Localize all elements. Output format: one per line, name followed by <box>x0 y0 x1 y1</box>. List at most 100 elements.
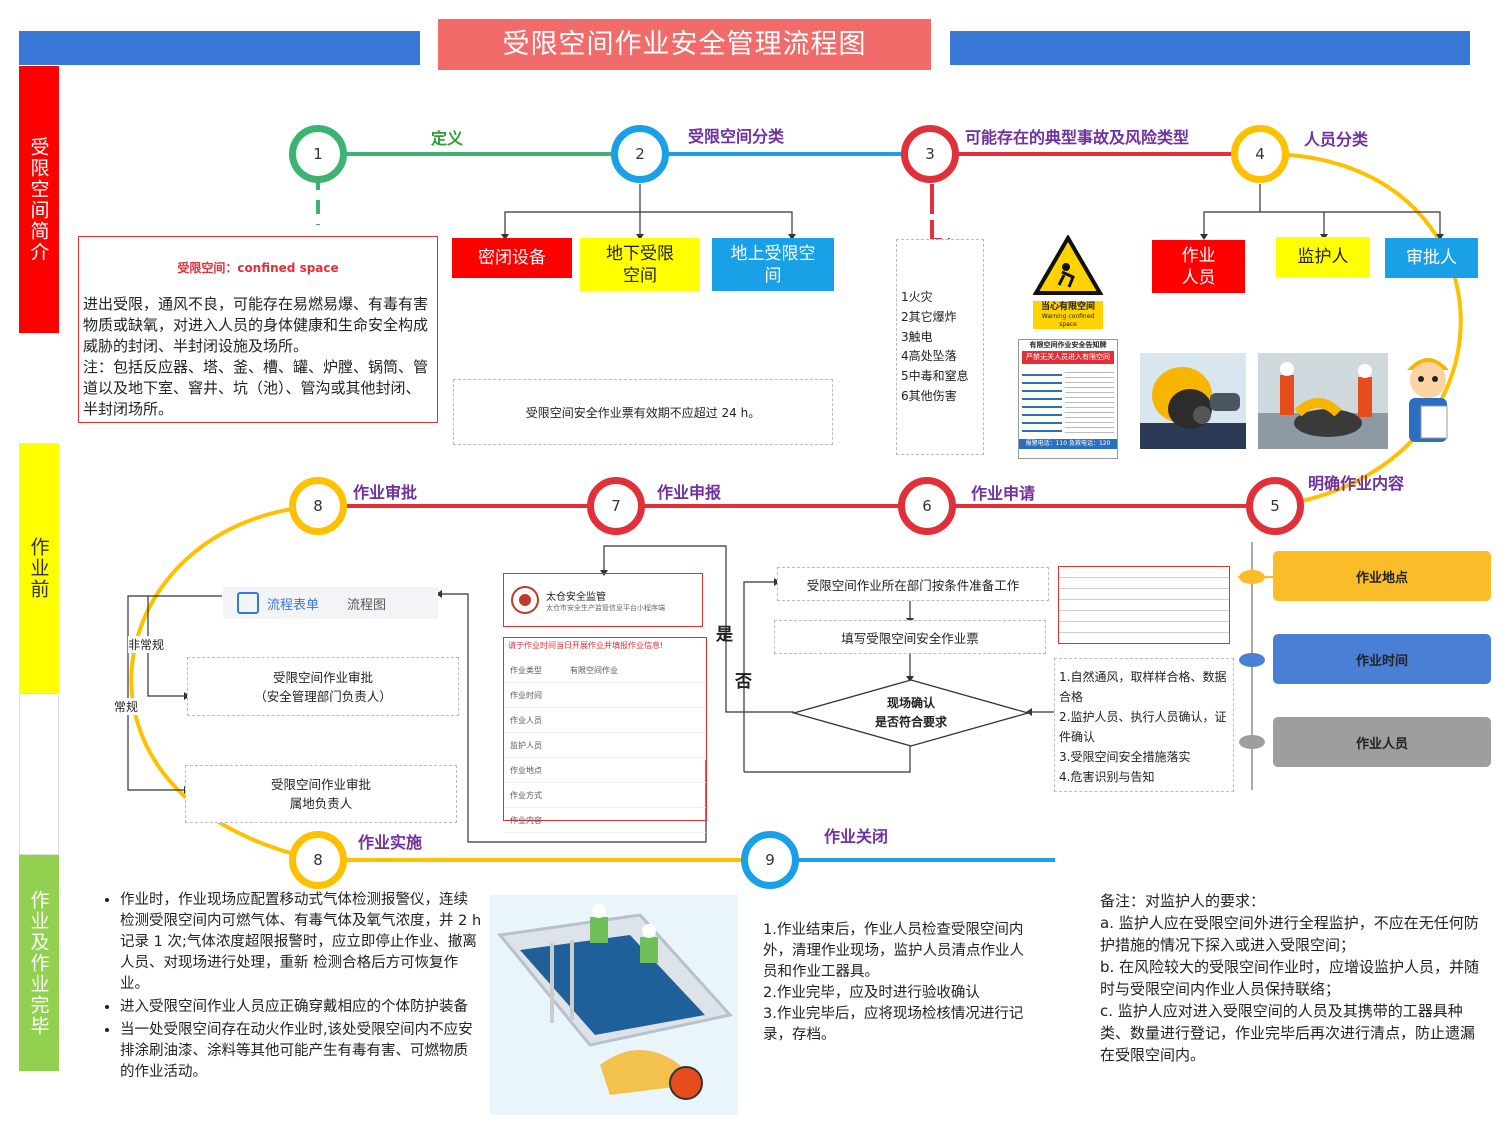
warning-sign-cn: 当心有限空间 <box>1033 301 1103 313</box>
closure-item: 1.作业结束后，作业人员检查受限空间内外，清理作业现场，监护人员清点作业人员和作… <box>763 922 1024 980</box>
decision-no-label: 否 <box>735 672 752 692</box>
approver-illustration <box>1397 346 1459 450</box>
ticket-validity-note: 受限空间安全作业票有效期不应超过 24 h。 <box>453 379 833 445</box>
stage-label-space-types: 受限空间分类 <box>688 127 785 146</box>
app-form-row[interactable]: 作业内容 <box>504 808 706 833</box>
tab-process-form[interactable]: 流程表单 <box>267 597 320 613</box>
definition-heading: 受限空间：confined space <box>177 261 339 275</box>
risk-list: 1火灾 2其它爆炸 3触电 4高处坠落 5中毒和窒息 6其他伤害 <box>896 239 984 455</box>
app-form-row[interactable]: 作业类型 有限空间作业 <box>504 658 706 683</box>
app-logo-icon <box>511 586 539 614</box>
decision-line: 是否符合要求 <box>874 715 947 729</box>
worker-illustration <box>1140 353 1246 449</box>
implementation-item: 作业时，作业现场应配置移动式气体检测报警仪，连续检测受限空间内可燃气体、有毒气体… <box>120 890 482 995</box>
space-type-aboveground: 地上受限空间 <box>712 238 834 291</box>
work-ticket-thumbnail <box>1058 566 1230 644</box>
stage-label-definition: 定义 <box>431 129 464 148</box>
app-form-label: 作业方式 <box>510 790 542 800</box>
app-form-row[interactable]: 作业方式 <box>504 783 706 808</box>
implementation-item: 进入受限空间作业人员应正确穿戴相应的个体防护装备 <box>120 997 482 1018</box>
stage-circle-1: 1 <box>289 125 347 183</box>
application-checklist: 1.自然通风，取样样合格、数据合格 2.监护人员、执行人员确认，证件确认 3.受… <box>1054 658 1234 792</box>
implementation-item: 当一处受限空间存在动火作业时,该处受限空间内不应安排涂刷油漆、涂料等其他可能产生… <box>120 1020 482 1083</box>
supervisor-heading: 备注：对监护人的要求： <box>1100 892 1266 910</box>
checklist-item: 2.监护人员、执行人员确认，证件确认 <box>1059 710 1227 744</box>
checklist-item: 4.危害识别与告知 <box>1059 770 1155 784</box>
application-step-fill-ticket: 填写受限空间安全作业票 <box>774 620 1046 654</box>
approval-regular-label: 常规 <box>114 698 139 715</box>
definition-body: 进出受限，通风不良，可能存在易燃易爆、有毒有害物质或缺氧，对进入人员的身体健康和… <box>83 295 429 355</box>
stage-label-declaration: 作业申报 <box>657 483 722 502</box>
application-step-prepare: 受限空间作业所在部门按条件准备工作 <box>777 567 1049 601</box>
app-form-label: 监护人员 <box>510 740 542 750</box>
supervisor-item: b. 在风险较大的受限空间作业时，应增设监护人员，并随时与受限空间内作业人员保持… <box>1100 958 1480 998</box>
notice-board-content <box>1019 365 1117 439</box>
app-form-value: 有限空间作业 <box>570 665 618 675</box>
app-form-row[interactable]: 作业时间 <box>504 683 706 708</box>
decision-line: 现场确认 <box>886 696 935 710</box>
ventilation-site-icon <box>1258 362 1388 449</box>
stage-label-closure: 作业关闭 <box>824 827 889 846</box>
supervisor-item: a. 监护人应在受限空间外进行全程监护，不应在无任何防护措施的情况下探入或进入受… <box>1100 914 1479 954</box>
supervisor-item: c. 监护人应对进入受限空间的人员及其携带的工器具种类、数量进行登记，作业完毕后… <box>1100 1002 1476 1064</box>
implementation-notes: 作业时，作业现场应配置移动式气体检测报警仪，连续检测受限空间内可燃气体、有毒气体… <box>106 890 482 1085</box>
app-form-label: 作业内容 <box>510 815 542 825</box>
app-form-notice: 请于作业时间当日开展作业并填报作业信息! <box>508 641 664 650</box>
page-title: 受限空间作业安全管理流程图 <box>438 19 931 70</box>
approval-box-area-owner: 受限空间作业审批 属地负责人 <box>185 765 457 823</box>
risk-item: 3触电 <box>901 329 933 344</box>
approval-tabs: 流程表单 流程图 <box>223 587 438 619</box>
implementation-illustration <box>490 895 738 1115</box>
stage-circle-9: 9 <box>741 831 799 889</box>
definition-box: 受限空间：confined space 进出受限，通风不良，可能存在易燃易爆、有… <box>78 236 438 423</box>
notice-board-banner: 严禁无关人员进入有限空间 <box>1022 351 1114 364</box>
stage-circle-3: 3 <box>901 125 959 183</box>
app-form-row[interactable]: 作业人员 <box>504 708 706 733</box>
decision-text: 现场确认 是否符合要求 <box>842 694 980 732</box>
notice-board-icons <box>1022 368 1062 436</box>
app-form: 请于作业时间当日开展作业并填报作业信息! 作业类型 有限空间作业 作业时间 作业人… <box>503 637 707 833</box>
risk-item: 5中毒和窒息 <box>901 369 969 384</box>
app-form-label: 作业时间 <box>510 690 542 700</box>
approval-box-line: 属地负责人 <box>289 796 353 811</box>
space-type-sealed-equipment: 密闭设备 <box>452 238 572 278</box>
risk-item: 2其它爆炸 <box>901 309 957 324</box>
stage-circle-6: 6 <box>898 477 956 535</box>
space-type-underground: 地下受限空间 <box>580 238 700 291</box>
personnel-worker: 作业人员 <box>1152 240 1245 293</box>
side-band-work: 作业及作业完毕 <box>19 855 59 1071</box>
warning-triangle-icon <box>1032 234 1104 295</box>
stage-circle-2: 2 <box>611 125 669 183</box>
checklist-item: 1.自然通风，取样样合格、数据合格 <box>1059 670 1227 704</box>
work-content-personnel: 作业人员 <box>1273 717 1491 767</box>
tab-process-chart[interactable]: 流程图 <box>347 597 387 613</box>
notice-board-footer: 报警电话：110 急救电话：120 <box>1019 439 1117 449</box>
approval-box-line: （安全管理部门负责人） <box>254 688 392 704</box>
definition-note: 注：包括反应器、塔、釜、槽、罐、炉膛、锅筒、管道以及地下室、窨井、坑（池）、管沟… <box>83 358 429 418</box>
risk-item: 1火灾 <box>901 290 933 304</box>
decision-diamond <box>792 679 1030 747</box>
notice-board: 有限空间作业安全告知牌 严禁无关人员进入有限空间 报警电话：110 急救电话：1… <box>1018 339 1118 459</box>
app-name: 太仓安全监管 <box>546 591 606 603</box>
app-header: 太仓安全监管 太仓市安全生产监管信息平台小程序端 <box>503 573 703 627</box>
header-bar-right <box>950 31 1470 65</box>
stage-label-approval: 作业审批 <box>353 483 418 502</box>
app-form-row[interactable]: 监护人员 <box>504 733 706 758</box>
risk-item: 6其他伤害 <box>901 388 957 403</box>
personnel-approver: 审批人 <box>1385 238 1478 278</box>
worker-site-illustration <box>1258 353 1388 449</box>
app-form-row[interactable]: 作业地点 <box>504 758 706 783</box>
decision-yes-label: 是 <box>716 625 733 645</box>
notice-board-title: 有限空间作业安全告知牌 <box>1029 341 1107 349</box>
side-band-pre-work: 作业前 <box>19 443 59 693</box>
side-band-intro: 受限空间简介 <box>19 66 59 333</box>
work-content-location: 作业地点 <box>1273 551 1491 601</box>
worker-gas-mask-icon <box>1140 367 1246 449</box>
app-form-label: 作业类型 <box>510 665 542 675</box>
app-form-label: 作业地点 <box>510 765 542 775</box>
confined-space-work-icon <box>497 904 733 1100</box>
approval-box-safety-dept: 受限空间作业审批 （安全管理部门负责人） <box>187 657 459 716</box>
stage-circle-7: 7 <box>587 477 645 535</box>
stage-label-risks: 可能存在的典型事故及风险类型 <box>965 128 1190 147</box>
